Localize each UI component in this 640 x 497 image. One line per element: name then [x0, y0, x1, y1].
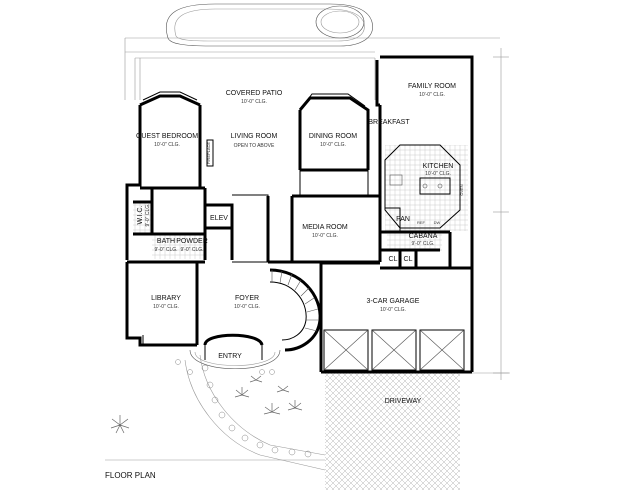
closet-label-1: CL [389, 256, 398, 263]
covered-patio-label: COVERED PATIO [226, 90, 283, 97]
oven-label: OVEN [459, 184, 464, 195]
breakfast-label: BREAKFAST [368, 119, 410, 126]
guest-bedroom-ceiling: 10'-0" CLG. [154, 142, 180, 148]
dining-room-ceiling: 10'-0" CLG. [320, 142, 346, 148]
family-room-ceiling: 10'-0" CLG. [419, 92, 445, 98]
elev-label: ELEV [210, 215, 228, 222]
garage-ceiling: 10'-0" CLG. [380, 307, 406, 313]
garage-label: 3-CAR GARAGE [367, 298, 420, 305]
media-room-ceiling: 10'-0" CLG. [312, 233, 338, 239]
foyer-label: FOYER [235, 295, 259, 302]
fireplace-label: FIREPLACE [206, 142, 211, 165]
entry-label: ENTRY [218, 353, 242, 360]
exterior-walls [125, 55, 474, 374]
landscape [105, 354, 326, 471]
wic-label: W.I.C. [137, 205, 144, 224]
closet-label-2: CL [404, 256, 413, 263]
powder-label: POWDER [176, 238, 208, 245]
guest-bedroom-label: GUEST BEDROOM [136, 133, 198, 140]
kitchen-layout [384, 144, 461, 229]
kitchen-label: KITCHEN [423, 163, 454, 170]
library-ceiling: 10'-0" CLG. [153, 304, 179, 310]
foyer-ceiling: 10'-0" CLG. [234, 304, 260, 310]
spiral-stair [232, 261, 322, 352]
dw-label: DW [434, 220, 441, 225]
garage-doors [323, 329, 465, 371]
pool-area [124, 3, 500, 100]
family-room-label: FAMILY ROOM [408, 83, 456, 90]
fixture-labels: FIREPLACE REF DW OVEN [206, 139, 464, 225]
bath-ceiling: 9'-0" CLG. [154, 247, 177, 253]
driveway-label: DRIVEWAY [385, 398, 422, 405]
media-room-label: MEDIA ROOM [302, 224, 348, 231]
living-room-label: LIVING ROOM [231, 133, 278, 140]
pan-label: PAN [396, 216, 410, 223]
cabana-label: CABANA [409, 233, 438, 240]
bay-windows [142, 91, 369, 345]
covered-patio-ceiling: 10'-0" CLG. [241, 99, 267, 105]
cabana-ceiling: 9'-0" CLG. [411, 241, 434, 247]
dining-room-label: DINING ROOM [309, 133, 357, 140]
room-labels: COVERED PATIO 10'-0" CLG. GUEST BEDROOM … [136, 83, 456, 405]
powder-ceiling: 9'-0" CLG. [180, 247, 203, 253]
bath-label: BATH [157, 238, 175, 245]
interior-walls [127, 105, 472, 345]
kitchen-ceiling: 10'-0" CLG. [425, 171, 451, 177]
dimension-lines [440, 48, 510, 380]
ref-label: REF [417, 220, 426, 225]
wic-ceiling: 9'-0" CLG. [145, 203, 151, 226]
library-label: LIBRARY [151, 295, 181, 302]
living-room-note: OPEN TO ABOVE [234, 143, 275, 149]
entry-turret [189, 333, 281, 370]
floor-plan-caption: FLOOR PLAN [105, 471, 156, 480]
